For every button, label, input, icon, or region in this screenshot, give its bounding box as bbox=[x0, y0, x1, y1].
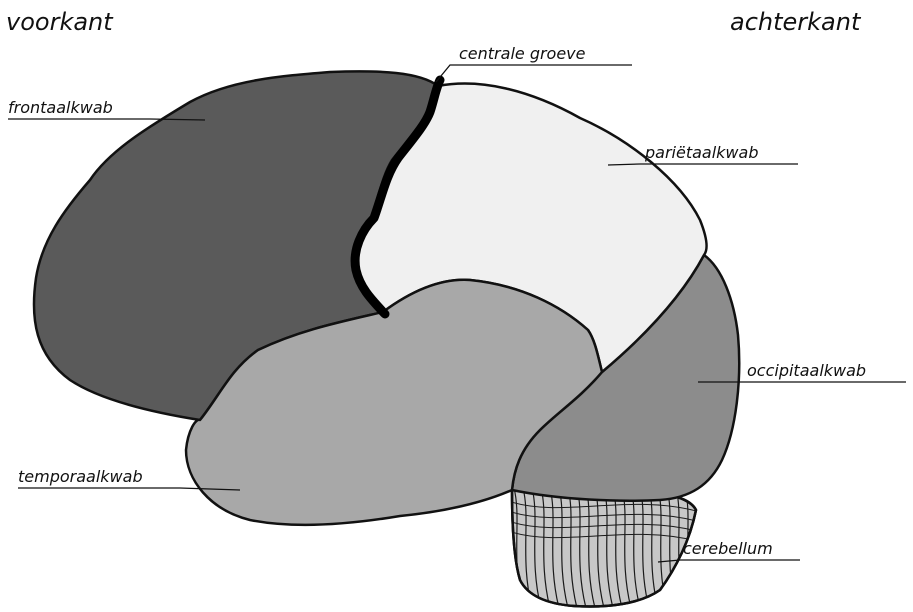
cerebellum-lobe bbox=[512, 487, 696, 606]
temporal-lobe-label: temporaalkwab bbox=[18, 469, 143, 485]
central-sulcus-label: centrale groeve bbox=[459, 46, 586, 62]
cerebellum-region bbox=[505, 487, 704, 612]
parietal-lobe-label: pariëtaalkwab bbox=[645, 145, 758, 161]
central-sulcus-leader bbox=[436, 65, 632, 82]
back-orientation-label: achterkant bbox=[730, 10, 860, 34]
cerebellum-label: cerebellum bbox=[683, 541, 773, 557]
occipital-lobe-label: occipitaalkwab bbox=[747, 363, 866, 379]
frontal-leader bbox=[8, 119, 205, 120]
frontal-lobe-label: frontaalkwab bbox=[8, 100, 113, 116]
front-orientation-label: voorkant bbox=[6, 10, 113, 34]
